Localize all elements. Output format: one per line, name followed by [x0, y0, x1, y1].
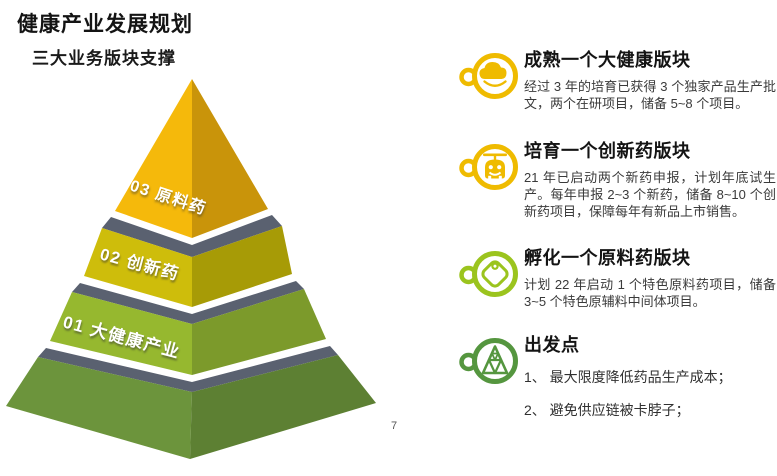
- section-innovative-drug-block: 培育一个创新药版块 21 年已启动两个新药申报，计划年底试生产。每年申报 2~3…: [458, 139, 776, 220]
- section-heading: 成熟一个大健康版块: [524, 50, 691, 70]
- health-food-icon: [459, 53, 518, 99]
- page-title: 健康产业发展规划: [17, 13, 193, 36]
- section-starting-point: 出发点 1、 最大限度降低药品生产成本； 2、 避免供应链被卡脖子；: [458, 333, 776, 419]
- section-body: 计划 22 年启动 1 个特色原料药项目，储备 3~5 个特色原辅料中间体项目。: [524, 277, 776, 309]
- section-heading: 出发点: [524, 335, 580, 355]
- pyramid-tier-03: [115, 79, 268, 238]
- price-tag-icon: [459, 251, 518, 297]
- list-item: 2、 避免供应链被卡脖子；: [524, 402, 690, 418]
- pyramid-tier-01: [50, 289, 326, 375]
- section-body: 21 年已启动两个新药申报，计划年底试生产。每年申报 2~3 个新药，储备 8~…: [524, 170, 776, 219]
- section-heading: 培育一个创新药版块: [524, 141, 691, 161]
- pyramid-separator: [38, 346, 338, 392]
- pyramid-separator: [72, 281, 304, 324]
- slide-subtitle: 三大业务版块支撑: [32, 49, 176, 68]
- pyramid-tier-02: [84, 226, 292, 307]
- section-health-block: 成熟一个大健康版块 经过 3 年的培育已获得 3 个独家产品生产批文，两个在研项…: [458, 48, 776, 112]
- helicopter-icon: [459, 144, 518, 190]
- pyramid-separator: [102, 215, 282, 257]
- section-heading: 孵化一个原料药版块: [524, 248, 691, 268]
- pyramid-tier-base: [6, 355, 376, 459]
- triangle-pyramid-icon: [459, 338, 518, 384]
- page-number: 7: [390, 420, 398, 432]
- section-body: 经过 3 年的培育已获得 3 个独家产品生产批文，两个在研项目，储备 5~8 个…: [524, 79, 776, 111]
- list-item: 1、 最大限度降低药品生产成本；: [524, 369, 732, 385]
- section-api-block: 孵化一个原料药版块 计划 22 年启动 1 个特色原料药项目，储备 3~5 个特…: [458, 246, 776, 310]
- pyramid-diagram: 03 原料药 02 创新药 01 大健康产业: [6, 79, 376, 459]
